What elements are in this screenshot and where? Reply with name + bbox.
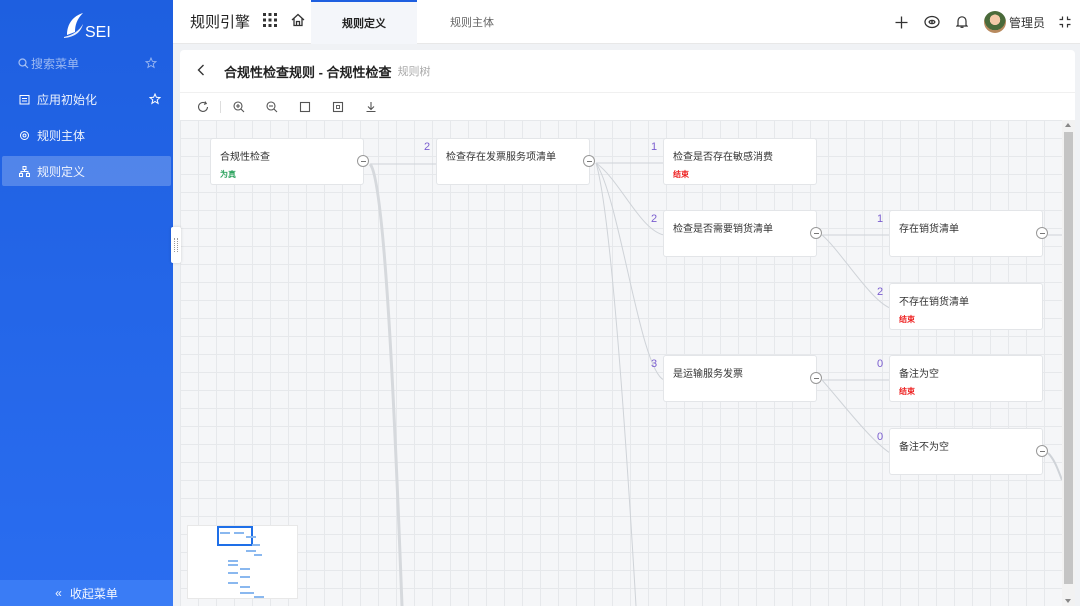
tree-node[interactable]: 不存在销货清单 结束 [890,284,1042,329]
node-title: 备注为空 [899,369,939,380]
tab-rule-definition[interactable]: 规则定义 [311,0,417,44]
sidebar-item-label: 应用初始化 [37,92,98,107]
node-title: 是运输服务发票 [673,369,743,380]
node-order: 2 [877,286,884,298]
collapse-toggle-icon[interactable] [357,155,369,167]
node-title: 不存在销货清单 [899,297,969,308]
user-name: 管理员 [1008,15,1045,30]
home-icon[interactable] [291,13,305,30]
sidebar-item-label: 规则定义 [37,164,86,179]
node-result-tag: 结束 [899,315,915,324]
star-icon[interactable] [149,93,161,105]
settings-icon [18,129,30,141]
app-title: 规则引擎 [190,14,251,31]
page-header: 合规性检查规则 - 合规性检查 规则树 [180,50,1075,92]
collapse-toggle-icon[interactable] [810,372,822,384]
download-icon[interactable] [365,101,377,113]
zoom-out-icon[interactable] [266,100,278,113]
collapse-toggle-icon[interactable] [810,227,822,239]
tree-edges [368,162,1062,606]
sei-logo[interactable]: SEI [0,0,173,50]
node-order: 0 [877,431,884,443]
canvas-toolbar [180,92,1075,120]
fit-icon[interactable] [299,101,311,113]
scrollbar-thumb[interactable] [1064,132,1073,584]
collapse-toggle-icon[interactable] [583,155,595,167]
double-chevron-left-icon: « [55,586,62,600]
search-icon [18,57,29,68]
zoom-in-icon[interactable] [233,100,245,113]
node-title: 检查是否存在敏感消费 [673,152,773,163]
sidebar: SEI 搜索菜单 应用初始化 规则主体 规则定义 « 收起菜单 [0,0,173,606]
page-title: 合规性检查规则 - 合规性检查 [224,64,392,80]
actual-size-icon[interactable] [332,101,344,113]
tab-rule-subject[interactable]: 规则主体 [417,0,527,44]
sidebar-item-rule-subject[interactable]: 规则主体 [2,120,171,150]
page-subtitle: 规则树 [397,66,431,78]
collapse-menu-label: 收起菜单 [69,586,118,601]
collapse-menu-button[interactable]: « 收起菜单 [0,580,173,606]
sidebar-item-app-init[interactable]: 应用初始化 [2,84,171,114]
node-order: 2 [651,213,658,225]
menu-search[interactable]: 搜索菜单 [0,52,173,74]
node-order: 3 [651,358,658,370]
sidebar-item-label: 规则主体 [37,128,86,143]
node-result-tag: 结束 [673,170,689,179]
tree-node[interactable]: 合规性检查 为真 [211,139,369,184]
tree-node[interactable]: 备注为空 结束 [890,356,1042,401]
node-title: 检查是否需要销货清单 [673,224,773,235]
node-result-tag: 结束 [899,387,915,396]
bell-icon[interactable] [955,15,968,29]
node-order: 0 [877,358,884,370]
tab-label: 规则定义 [342,18,386,30]
node-order: 2 [424,141,431,153]
node-title: 备注不为空 [899,442,949,453]
back-icon[interactable] [197,64,205,79]
fullscreen-icon[interactable] [1059,16,1071,28]
refresh-icon[interactable] [197,100,209,113]
minimap[interactable] [187,525,298,599]
scroll-down-icon[interactable] [1065,599,1071,603]
menu-search-placeholder: 搜索菜单 [31,56,80,71]
sidebar-item-rule-definition[interactable]: 规则定义 [2,156,171,186]
robot-assistant-icon[interactable] [924,15,940,29]
calendar-icon [18,93,30,105]
collapse-toggle-icon[interactable] [1036,445,1048,457]
tree-node[interactable]: 存在销货清单 [890,211,1048,256]
canvas-scrollbar[interactable] [1062,120,1075,606]
hierarchy-icon [18,165,30,177]
node-result-tag: 为真 [220,170,236,179]
collapse-toggle-icon[interactable] [1036,227,1048,239]
tree-node[interactable]: 检查存在发票服务项清单 [437,139,595,184]
node-order: 1 [651,141,658,153]
node-title: 合规性检查 [220,152,270,163]
top-header: 规则引擎 规则定义 规则主体 管理员 [173,0,1080,44]
node-title: 存在销货清单 [899,224,959,235]
tree-node[interactable]: 检查是否需要销货清单 [664,211,822,256]
node-order: 1 [877,213,884,225]
avatar [983,11,1006,33]
rule-tree-canvas[interactable]: 合规性检查 为真 2 检查存在发票服务项清单 1 检查是否存在敏感消费 结束 2… [180,120,1062,606]
tree-node[interactable]: 检查是否存在敏感消费 结束 [664,139,816,184]
sidebar-resize-handle[interactable] [171,227,181,263]
tree-node[interactable]: 备注不为空 [890,429,1048,474]
star-icon[interactable] [145,57,157,69]
tree-node[interactable]: 是运输服务发票 [664,356,822,401]
node-title: 检查存在发票服务项清单 [446,152,556,163]
apps-grid-icon[interactable] [263,13,278,30]
scroll-up-icon[interactable] [1065,123,1071,127]
logo-text: SEI [85,24,111,40]
tab-label: 规则主体 [450,17,494,29]
user-menu[interactable]: 管理员 [983,11,1045,33]
add-icon[interactable] [895,16,908,29]
